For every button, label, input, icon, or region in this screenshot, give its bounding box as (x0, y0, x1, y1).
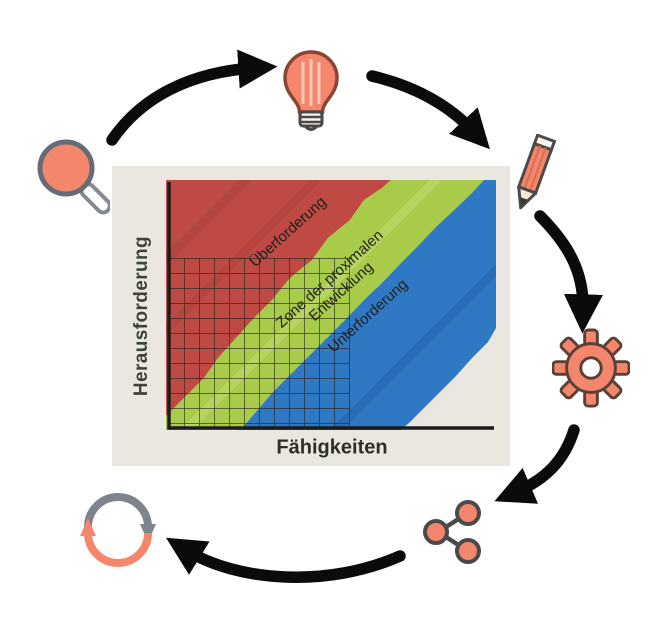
zone-ueberforderung-band (166, 180, 391, 416)
lightbulb-icon (276, 48, 346, 138)
arrow-pencil-to-gear (534, 210, 603, 334)
pencil-icon (502, 134, 564, 214)
arrow-share-to-refresh (166, 537, 406, 583)
axes-lines (167, 182, 494, 430)
grid-overlay (169, 258, 350, 428)
y-axis-label: Herausforderung (131, 235, 152, 397)
arrow-magnifier-to-lightbulb (106, 49, 278, 146)
magnifier-icon (36, 138, 110, 222)
arrow-gear-to-share (494, 424, 580, 504)
refresh-icon (74, 484, 162, 570)
share-icon (420, 498, 484, 566)
zpd-plot: Überforderung Zone der proximalen Entwic… (166, 180, 496, 430)
x-axis-label: Fähigkeiten (276, 436, 388, 459)
gear-icon (552, 328, 630, 408)
zpd-chart: Herausforderung (112, 166, 510, 466)
arrow-lightbulb-to-pencil (366, 70, 490, 150)
zpd-plot-canvas (166, 180, 496, 430)
